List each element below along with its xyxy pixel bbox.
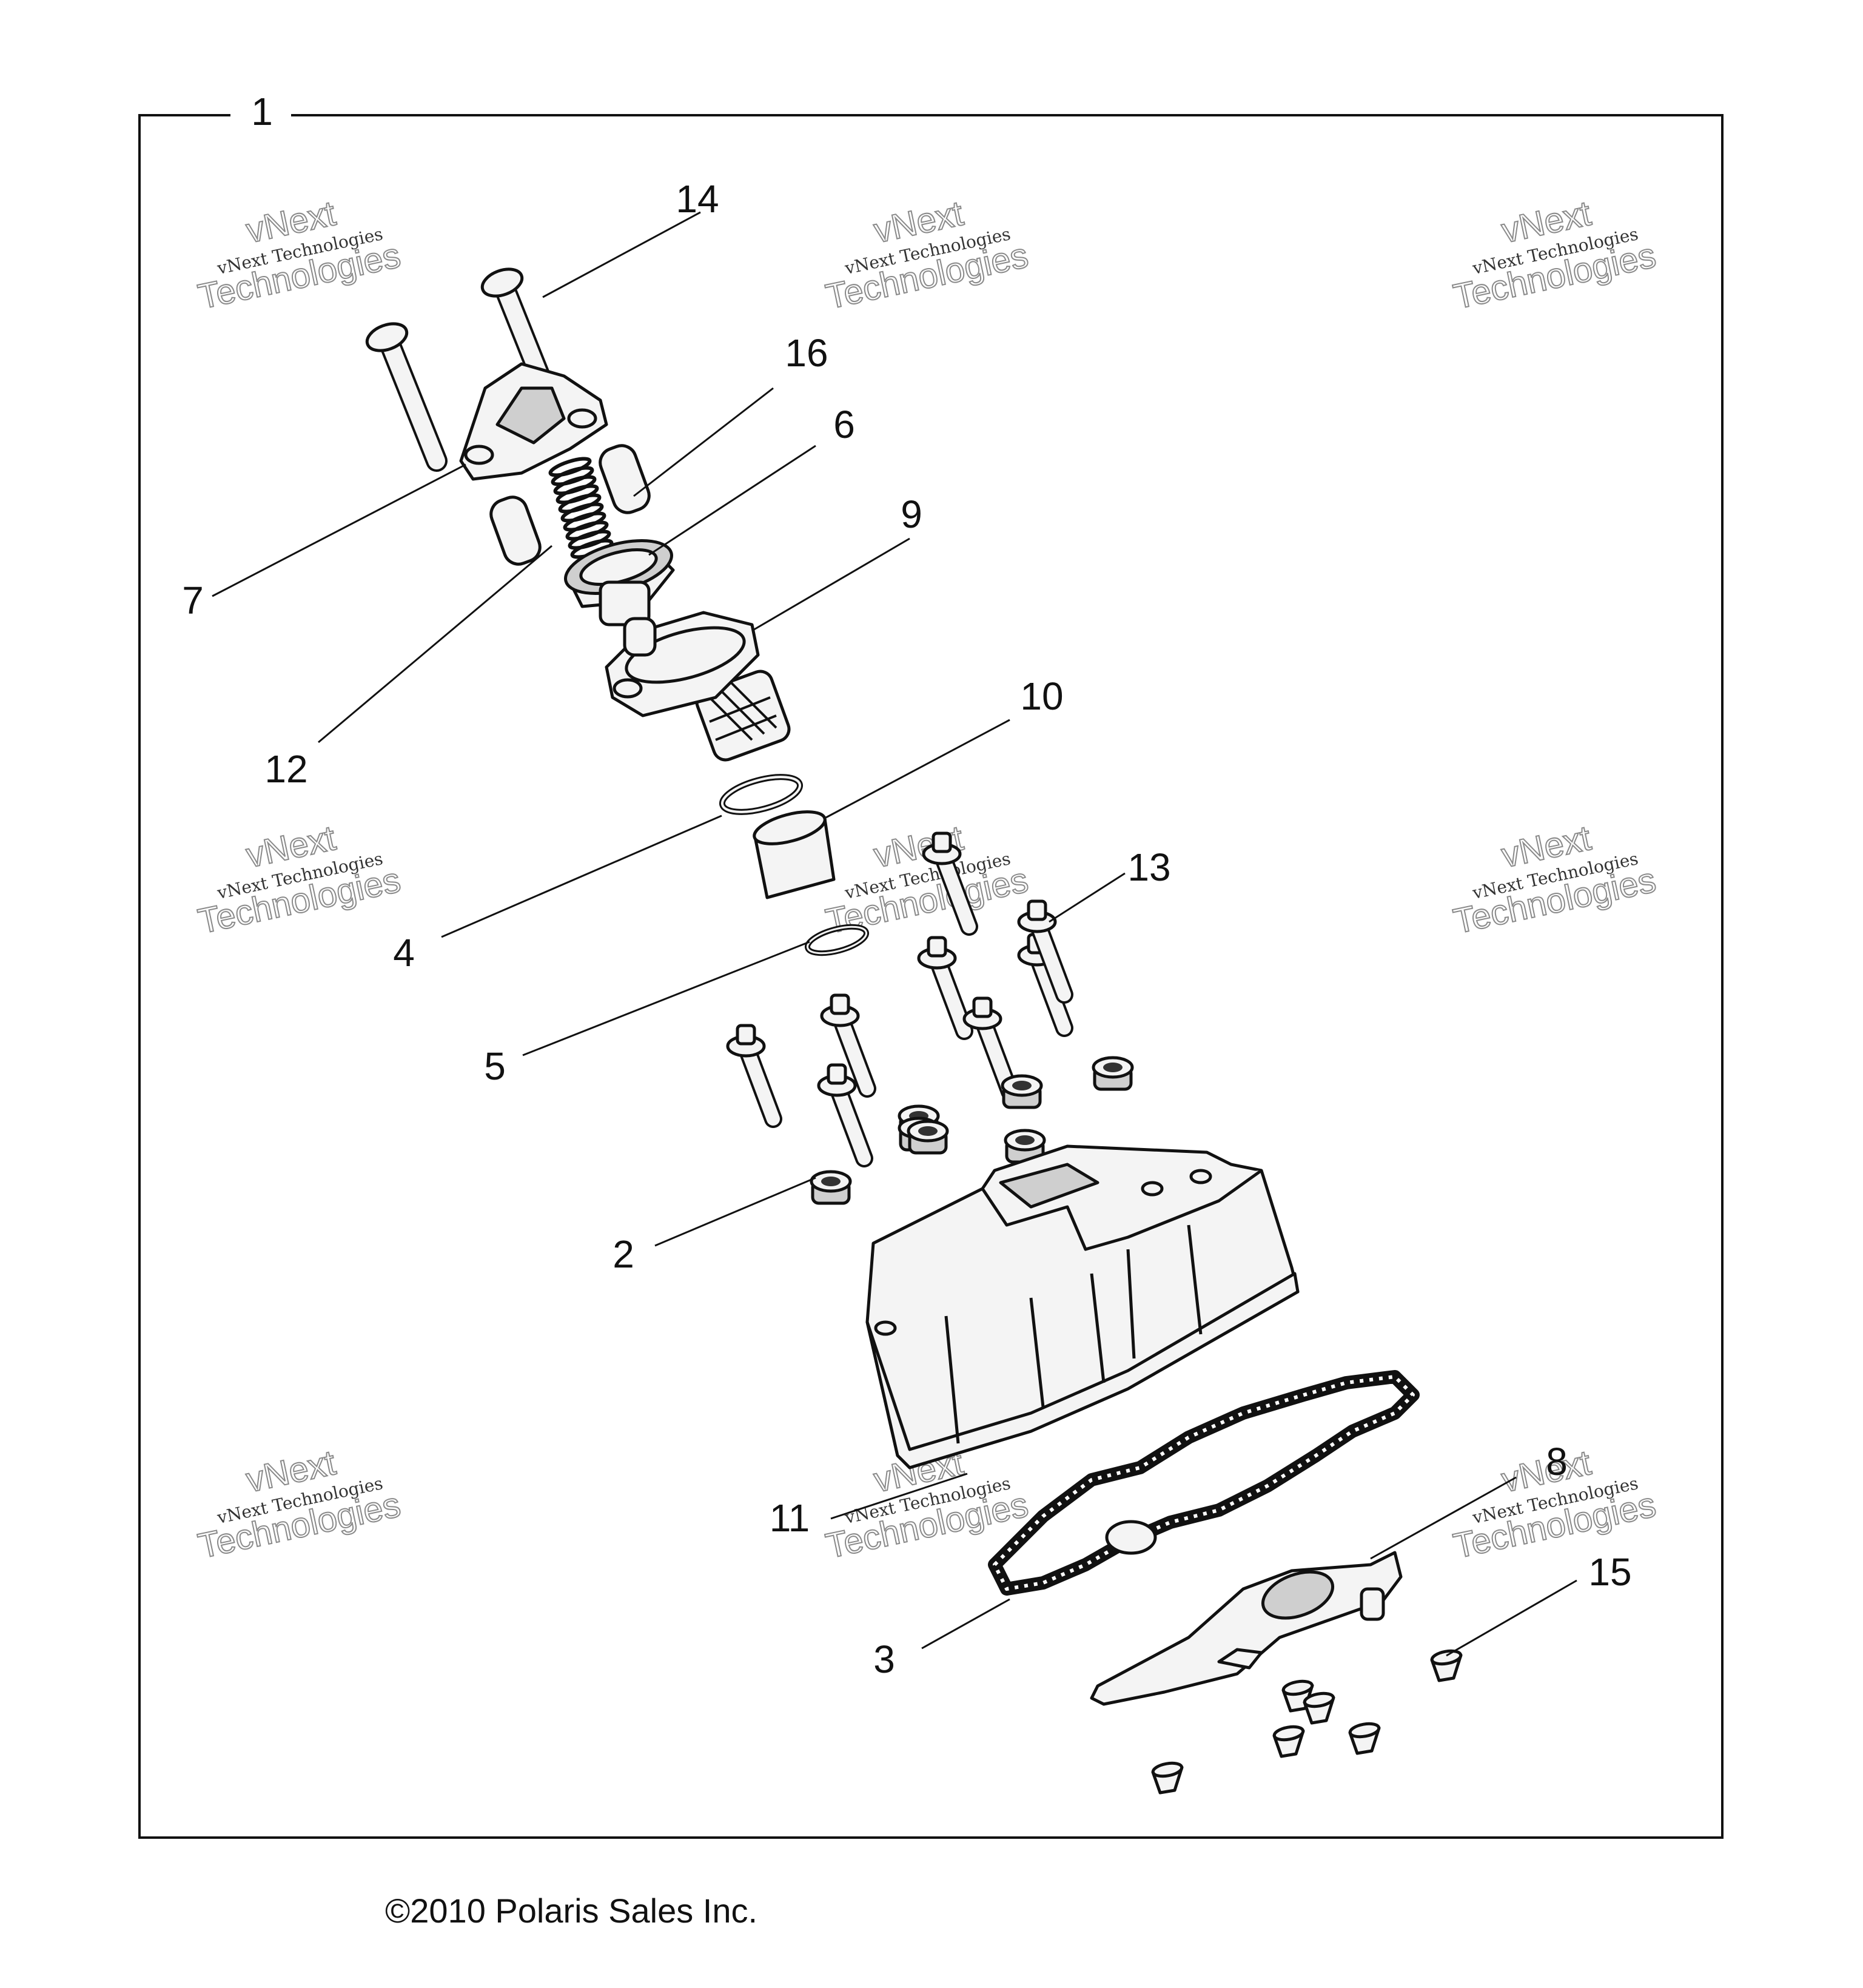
cover-bolt	[922, 831, 978, 936]
callout-7: 7	[182, 579, 204, 622]
callout-14: 14	[676, 177, 719, 221]
o-ring-5	[804, 924, 870, 956]
callout-6: 6	[833, 403, 855, 446]
callout-15: 15	[1588, 1550, 1631, 1594]
callout-8: 8	[1546, 1440, 1568, 1483]
callout-10: 10	[1020, 674, 1063, 718]
seal-6	[564, 539, 675, 626]
callout-13: 13	[1127, 845, 1170, 889]
screw	[1430, 1649, 1463, 1682]
cover-bolt	[962, 996, 1019, 1101]
valve-cover-11	[865, 1144, 1300, 1469]
dowel-pin-16a	[599, 444, 651, 514]
screw	[1303, 1691, 1335, 1725]
grommet	[907, 1120, 949, 1155]
screw	[1272, 1725, 1305, 1758]
sleeve-10	[753, 810, 836, 899]
grommet	[1004, 1129, 1046, 1164]
grommet	[810, 1170, 852, 1205]
cover-bolt	[817, 1063, 873, 1167]
cover-bolts-13	[726, 831, 1073, 1167]
grommets-2	[810, 1056, 1134, 1205]
callout-16: 16	[785, 331, 828, 375]
grommet	[1001, 1074, 1043, 1109]
callout-12: 12	[264, 747, 307, 791]
screws-15	[1151, 1649, 1463, 1795]
cover-bolt	[1017, 899, 1073, 1004]
callout-2: 2	[613, 1232, 634, 1276]
callout-9: 9	[901, 492, 922, 536]
assembly-frame	[138, 114, 1724, 1839]
o-ring-4	[719, 774, 804, 815]
callout-3: 3	[873, 1637, 895, 1681]
thermostat-9	[605, 611, 791, 762]
cover-bolt	[726, 1024, 782, 1128]
gasket-3	[988, 1370, 1420, 1596]
baffle-plate-8	[1090, 1551, 1403, 1706]
thermostat-housing-cover-7	[459, 362, 608, 481]
screw	[1151, 1761, 1184, 1795]
copyright-text: ©2010 Polaris Sales Inc.	[385, 1892, 757, 1930]
leader-lines	[212, 211, 1577, 1657]
callout-11: 11	[770, 1496, 810, 1540]
callout-5: 5	[484, 1044, 506, 1088]
screw	[1348, 1722, 1381, 1755]
callout-labels: 14 16 6 7 9 12 10 4 13 5 2 11 3 8 15	[182, 177, 1631, 1681]
callout-1: 1	[251, 90, 273, 133]
cover-bolt	[820, 993, 876, 1098]
callout-4: 4	[393, 931, 415, 975]
bolt-14b	[365, 322, 448, 472]
dowel-pin-16b	[489, 495, 542, 566]
cover-bolt	[917, 936, 973, 1040]
grommet	[1092, 1056, 1134, 1091]
